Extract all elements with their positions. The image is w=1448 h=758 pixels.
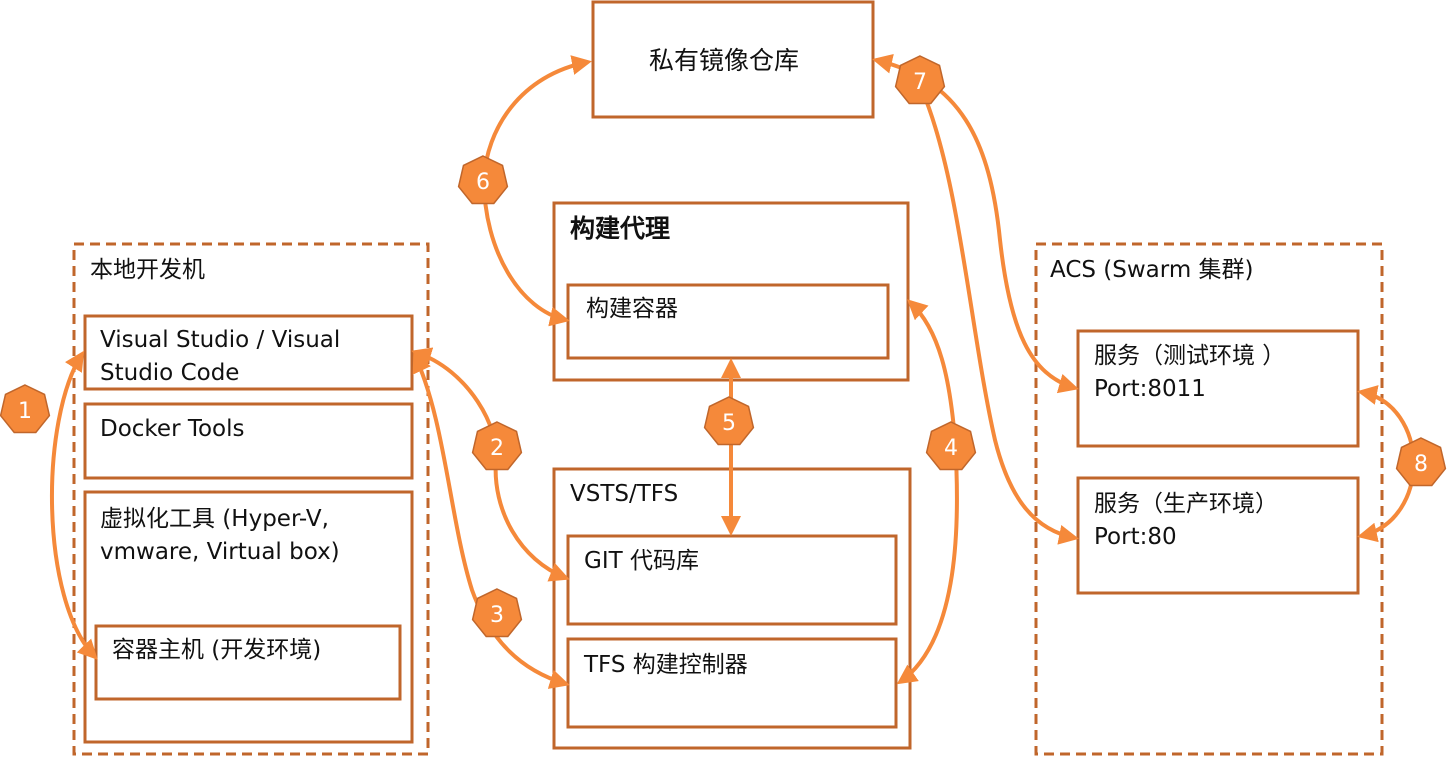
step-badge-5 [703,396,755,446]
container-host-box [94,624,402,701]
prod-service-name: 服务（生产环境） [1094,491,1278,517]
step-number-2: 2 [490,436,504,461]
local-dev-title: 本地开发机 [90,257,205,283]
arrow-3 [412,352,570,689]
step-number-3: 3 [490,603,504,628]
arrow-7b [920,89,1079,545]
build-container-label: 构建容器 [586,296,678,322]
docker-tools-label: Docker Tools [100,416,245,442]
container-host-label: 容器主机 (开发环境) [112,637,322,663]
acs-title: ACS (Swarm 集群) [1050,257,1254,283]
build-agent-title: 构建代理 [570,214,671,243]
build-container-box [566,283,890,360]
step-number-7: 7 [913,70,927,95]
git-box [566,534,898,626]
vsts-title: VSTS/TFS [570,481,679,507]
acs-group [1034,242,1384,756]
step-number-5: 5 [722,411,736,436]
arrow-1 [49,350,98,660]
prod-service-box [1076,476,1360,595]
step-number-1: 1 [18,399,32,424]
step-badge-6 [457,155,509,205]
virtualization-label: 虚拟化工具 (Hyper-V, vmware, Virtual box) [100,506,340,565]
step-badge-8 [1395,437,1447,487]
step-number-6: 6 [476,170,490,195]
step-number-8: 8 [1414,452,1428,477]
step-number-4: 4 [944,436,958,461]
git-label: GIT 代码库 [584,548,699,574]
step-badge-3 [471,588,523,638]
step-badge-1 [0,384,51,434]
test-service-box [1076,329,1360,448]
vs-box [83,314,414,391]
vs-label: Visual Studio / Visual Studio Code [100,327,341,386]
test-service-port: Port:8011 [1094,376,1206,402]
step-badge-2 [471,421,523,471]
registry-box [591,0,875,119]
build-controller-label: TFS 构建控制器 [584,652,748,678]
registry-label: 私有镜像仓库 [649,46,800,75]
step-badge-4 [925,421,977,471]
test-service-name: 服务（测试环境 ） [1094,343,1286,369]
prod-service-port: Port:80 [1094,524,1177,550]
step-badge-7 [894,55,946,105]
